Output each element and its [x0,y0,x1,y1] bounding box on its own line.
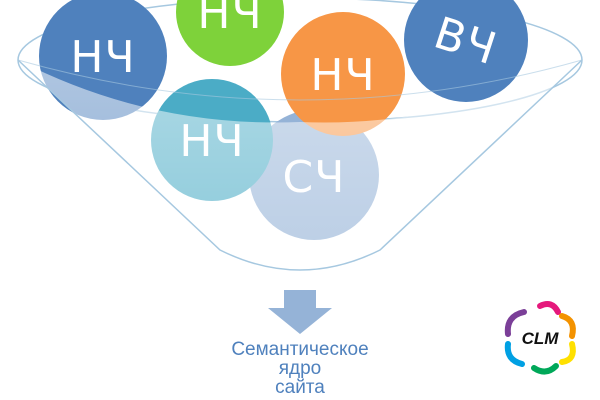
bubble-lf-orange: НЧ [281,12,405,136]
funnel-front-rim [17,59,583,101]
bubble-lf-left-label: НЧ [70,32,135,83]
down-arrow [268,290,332,334]
caption-line-1: Семантическое [231,339,369,360]
logo-petal-2 [559,313,576,339]
logo-petal-3 [559,341,576,365]
bubble-hf-right: ВЧ [404,0,528,102]
bubble-lf-orange-circle [281,12,405,136]
funnel-body [18,60,582,270]
bubble-lf-top-circle [176,0,284,66]
caption-line-3: сайта [275,377,325,398]
logo-petal-6 [504,309,527,337]
bubble-lf-top-label: НЧ [197,0,262,39]
logo-petal-1 [537,301,561,315]
caption: Семантическое ядро сайта [200,340,400,397]
bubble-lf-top: НЧ [176,0,284,66]
clm-logo: CLM [504,301,576,375]
bubble-lf-orange-label: НЧ [310,50,375,101]
bubble-hf-right-circle [404,0,528,102]
logo-petal-5 [504,341,525,367]
funnel-outline [17,59,583,271]
logo-petal-4 [531,363,559,375]
caption-line-2: ядро [278,358,322,379]
logo-text: CLM [522,329,560,348]
